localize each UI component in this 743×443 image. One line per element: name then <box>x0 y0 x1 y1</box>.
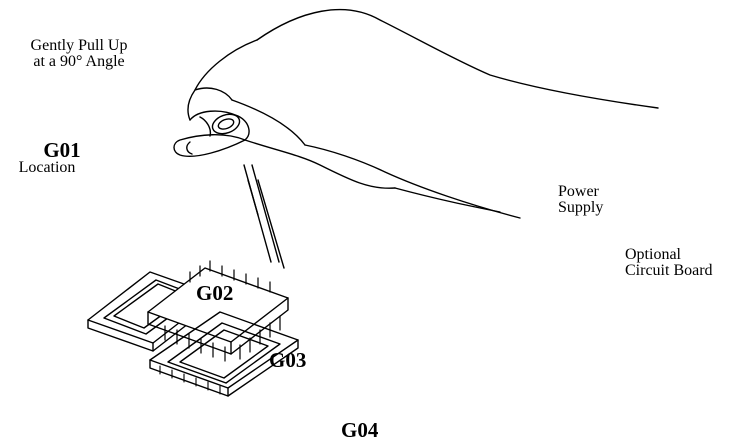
optional-board-label: Optional Circuit Board <box>625 247 713 279</box>
pull-line-2: at a 90° Angle <box>33 53 125 70</box>
g01-location: Location <box>18 159 76 176</box>
power-supply-label: Power Supply <box>558 184 603 216</box>
hand-icon <box>173 8 659 219</box>
power-line-2: Supply <box>558 199 604 216</box>
pull-instruction: Gently Pull Up at a 90° Angle <box>4 38 154 70</box>
optional-line-2: Circuit Board <box>625 262 713 279</box>
extraction-tool <box>243 164 285 269</box>
g04-callout: G04 <box>341 418 379 442</box>
g02-callout: G02 <box>196 281 234 305</box>
power-line-1: Power <box>558 183 599 200</box>
g01-callout: G01 <box>43 138 81 162</box>
optional-line-1: Optional <box>625 246 681 263</box>
pull-line-1: Gently Pull Up <box>30 37 128 54</box>
socket-right <box>149 311 299 397</box>
g03-callout: G03 <box>269 348 307 372</box>
